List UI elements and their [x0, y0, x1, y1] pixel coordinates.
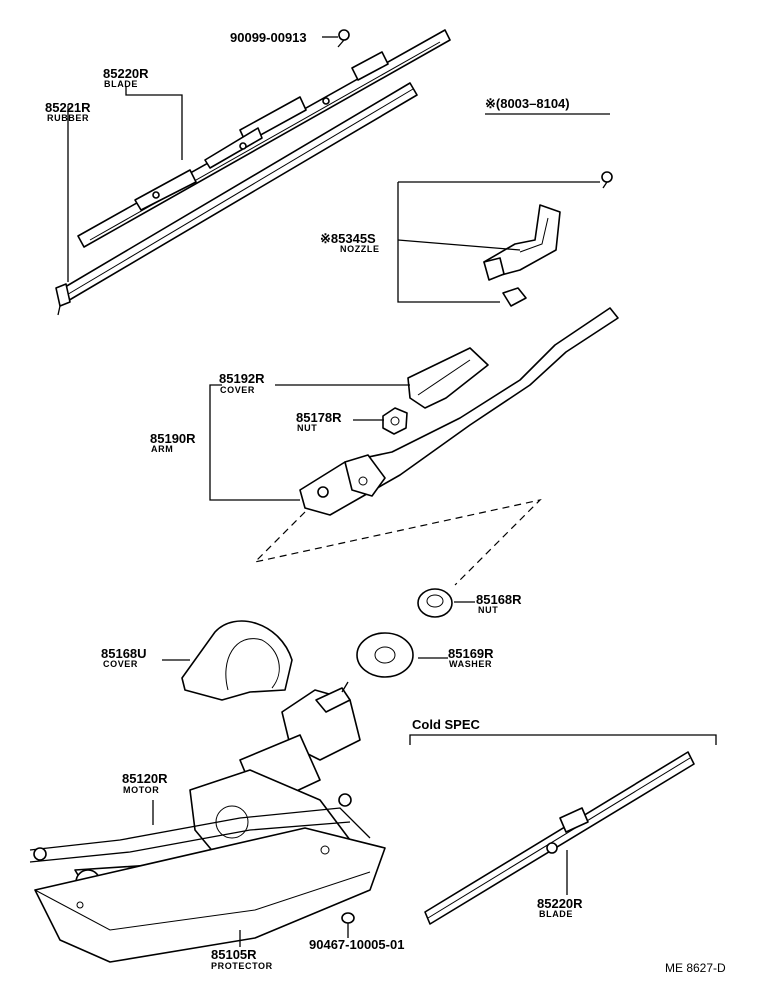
label-cover-arm-name: COVER [220, 385, 255, 395]
part-labels: 90099-00913 85220R BLADE 85221R RUBBER ※… [45, 30, 726, 975]
bolt-90099-00913-drawing [337, 29, 350, 48]
label-grommet: 90467-10005-01 [309, 937, 404, 952]
wiper-arm-drawing [299, 307, 619, 516]
label-rubber-name: RUBBER [47, 113, 89, 123]
protector-drawing [34, 827, 386, 963]
cold-spec-blade-drawing [424, 751, 695, 925]
label-blade-top-name: BLADE [104, 79, 138, 89]
label-nozzle-part: ※85345S [320, 231, 376, 246]
nozzle-drawing [483, 171, 613, 307]
label-motor-part: 85120R [122, 771, 168, 786]
label-protector-part: 85105R [211, 947, 257, 962]
label-cover-85168u-name: COVER [103, 659, 138, 669]
label-motor-name: MOTOR [123, 785, 159, 795]
label-blade-cold-name: BLADE [539, 909, 573, 919]
label-arm-name: ARM [151, 444, 173, 454]
label-blade-cold-part: 85220R [537, 896, 583, 911]
label-nut-85178-name: NUT [297, 423, 317, 433]
label-cover-arm-part: 85192R [219, 371, 265, 386]
label-cold-spec: Cold SPEC [412, 717, 481, 732]
label-cover-85168u-part: 85168U [101, 646, 147, 661]
label-washer-name: WASHER [449, 659, 492, 669]
label-bolt-90099-00913: 90099-00913 [230, 30, 307, 45]
cover-85168u-drawing [181, 620, 293, 701]
label-blade-top-part: 85220R [103, 66, 149, 81]
label-nut-85168-part: 85168R [476, 592, 522, 607]
label-washer-part: 85169R [448, 646, 494, 661]
grommet-drawing [341, 912, 355, 933]
label-figure-ref: ME 8627-D [665, 961, 726, 975]
label-rubber-part: 85221R [45, 100, 91, 115]
label-arm-part: 85190R [150, 431, 196, 446]
washer-drawing [356, 632, 414, 678]
wiper-blade-drawing [55, 29, 451, 316]
label-range-note: ※(8003–8104) [485, 96, 570, 111]
label-protector-name: PROTECTOR [211, 961, 273, 971]
nut-85168r-drawing [417, 588, 453, 618]
leader-lines [67, 36, 717, 947]
label-nozzle-name: NOZZLE [340, 244, 380, 254]
label-nut-85168-name: NUT [478, 605, 498, 615]
dashed-leader [253, 498, 542, 586]
label-nut-85178-part: 85178R [296, 410, 342, 425]
